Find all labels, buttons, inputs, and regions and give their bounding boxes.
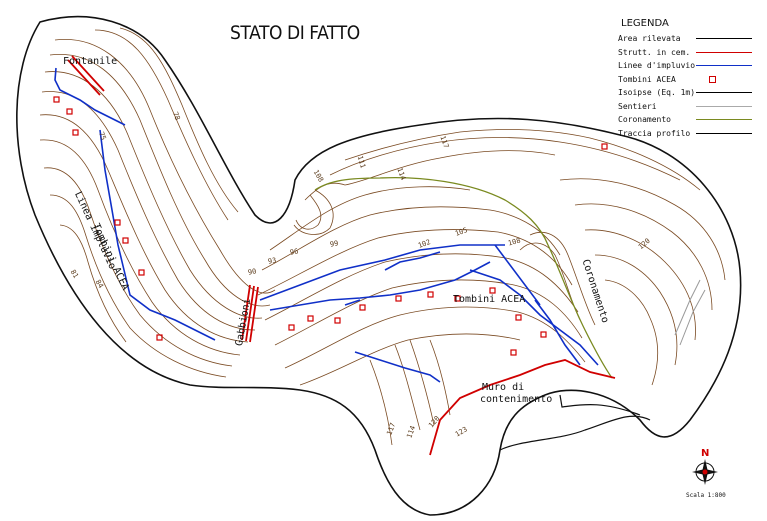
north-arrow-icon: N bbox=[690, 446, 720, 490]
legend-line-black bbox=[696, 132, 752, 134]
legend-label: Traccia profilo bbox=[618, 128, 691, 138]
legend-line-red bbox=[696, 51, 752, 53]
contour-value-label: 99 bbox=[329, 239, 340, 249]
legend-item: Isoipse (Eq. 1m) bbox=[618, 86, 758, 100]
legend-item: Sentieri bbox=[618, 100, 758, 114]
legend-item: Traccia profilo bbox=[618, 127, 758, 141]
legend-label: Coronamento bbox=[618, 115, 671, 124]
legend-line-olive bbox=[696, 119, 752, 120]
legend-line-black bbox=[696, 92, 752, 93]
label-fontanile: Fontanile bbox=[63, 56, 118, 67]
contour-lines bbox=[39, 27, 726, 446]
map-scale: Scala 1:800 bbox=[686, 492, 726, 499]
concrete-structures bbox=[67, 55, 616, 456]
survey-boundary-inner-2 bbox=[559, 394, 641, 416]
legend-item: Linee d'impluvio bbox=[618, 59, 758, 73]
legend-item: Strutt. in cem. bbox=[618, 46, 758, 60]
map-title: STATO DI FATTO bbox=[230, 22, 360, 44]
legend-label: Area rilevata bbox=[618, 34, 681, 43]
label-muro-line1: Muro di bbox=[482, 382, 525, 393]
crest-line bbox=[314, 177, 613, 379]
survey-boundary-inner bbox=[499, 415, 651, 451]
legend-line-gray bbox=[696, 105, 752, 107]
legend-title: LEGENDA bbox=[621, 18, 669, 29]
drainage-lines bbox=[54, 67, 599, 383]
legend-item: Tombini ACEA bbox=[618, 73, 758, 87]
legend-item: Coronamento bbox=[618, 113, 758, 127]
legend-item: Area rilevata bbox=[618, 32, 758, 46]
contour-value-label: 90 bbox=[247, 267, 258, 277]
survey-boundary bbox=[16, 15, 742, 516]
contour-value-label: 96 bbox=[289, 247, 300, 257]
compass-letter: N bbox=[701, 448, 709, 459]
label-muro-line2: contenimento bbox=[480, 394, 553, 405]
legend-line-blue bbox=[696, 65, 752, 66]
manhole-square-icon bbox=[709, 75, 716, 83]
legend-label: Linee d'impluvio bbox=[618, 61, 696, 70]
legend: LEGENDA Area rilevata Strutt. in cem. Li… bbox=[618, 18, 758, 140]
paths bbox=[674, 279, 706, 346]
manholes bbox=[53, 96, 608, 356]
contour-value-label: 93 bbox=[267, 256, 278, 266]
legend-label: Tombini ACEA bbox=[618, 74, 676, 84]
legend-label: Sentieri bbox=[618, 101, 657, 111]
legend-line-black bbox=[696, 38, 752, 39]
label-tombini-center: Tombini ACEA bbox=[453, 294, 526, 305]
legend-label: Isoipse (Eq. 1m) bbox=[618, 88, 696, 97]
legend-label: Strutt. in cem. bbox=[618, 47, 691, 57]
